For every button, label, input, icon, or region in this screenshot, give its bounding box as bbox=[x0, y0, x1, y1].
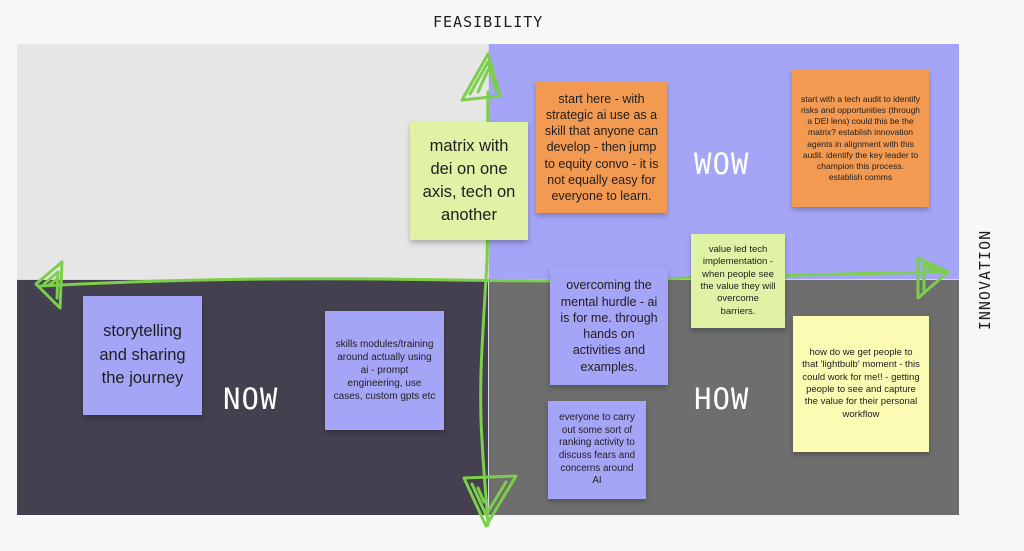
sticky-note-text: storytelling and sharing the journey bbox=[99, 321, 186, 388]
sticky-note-text: value led tech implementation - when peo… bbox=[700, 243, 776, 317]
quadrant-label-how: HOW bbox=[694, 382, 750, 416]
sticky-note-tech-audit[interactable]: start with a tech audit to identify risk… bbox=[792, 70, 929, 207]
sticky-note-skills[interactable]: skills modules/training around actually … bbox=[325, 311, 444, 430]
sticky-note-text: how do we get people to that 'lightbulb'… bbox=[802, 346, 920, 420]
sticky-note-storytelling[interactable]: storytelling and sharing the journey bbox=[83, 296, 202, 415]
sticky-note-value-led[interactable]: value led tech implementation - when peo… bbox=[691, 234, 785, 328]
horizontal-divider bbox=[17, 279, 959, 280]
sticky-note-text: everyone to carry out some sort of ranki… bbox=[558, 411, 636, 487]
sticky-note-start-here[interactable]: start here - with strategic ai use as a … bbox=[536, 82, 667, 213]
innovation-axis-label: INNOVATION bbox=[976, 229, 994, 331]
sticky-note-text: skills modules/training around actually … bbox=[333, 339, 436, 402]
sticky-note-text: start with a tech audit to identify risk… bbox=[800, 94, 921, 182]
sticky-note-ranking[interactable]: everyone to carry out some sort of ranki… bbox=[548, 401, 646, 499]
sticky-note-lightbulb[interactable]: how do we get people to that 'lightbulb'… bbox=[793, 316, 929, 452]
sticky-note-text: overcoming the mental hurdle - ai is for… bbox=[560, 278, 658, 374]
sticky-note-mental-hurdle[interactable]: overcoming the mental hurdle - ai is for… bbox=[550, 267, 668, 385]
sticky-note-text: start here - with strategic ai use as a … bbox=[544, 91, 659, 204]
sticky-note-text: matrix with dei on one axis, tech on ano… bbox=[422, 136, 516, 225]
feasibility-axis-label: FEASIBILITY bbox=[433, 13, 544, 31]
quadrant-label-now: NOW bbox=[223, 382, 279, 416]
quadrant-label-wow: WOW bbox=[694, 147, 750, 181]
sticky-note-matrix[interactable]: matrix with dei on one axis, tech on ano… bbox=[410, 122, 528, 240]
